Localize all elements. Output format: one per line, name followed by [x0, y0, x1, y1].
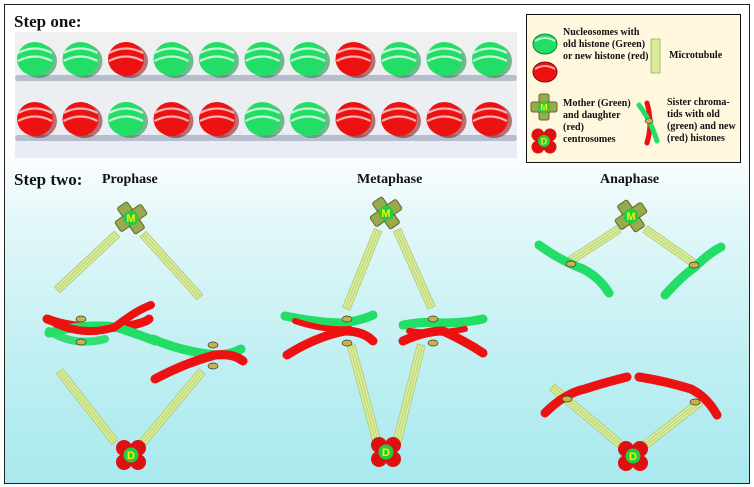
- prophase-chromosome-2: [148, 334, 248, 384]
- metaphase-daughter-centrosome: D: [371, 437, 401, 467]
- old-histone-nucleosome: [62, 42, 103, 78]
- centrosome-letter: M: [381, 208, 390, 220]
- new-histone-nucleosome: [335, 42, 376, 78]
- new-histone-nucleosome: [17, 102, 57, 138]
- metaphase-chromosome-right: [398, 314, 488, 358]
- anaphase-microtubules: [549, 225, 703, 449]
- old-histone-nucleosome: [290, 42, 330, 78]
- old-histone-nucleosome: [381, 42, 421, 78]
- new-histone-nucleosome: [426, 102, 467, 138]
- old-histone-nucleosome: [426, 42, 467, 78]
- centrosome-letter: M: [126, 213, 135, 225]
- dna-strand: [15, 75, 517, 81]
- legend: M D Nucleosomes with old histone (Green)…: [526, 14, 741, 163]
- old-histone-nucleosome: [199, 42, 239, 78]
- figure-frame: Step one:: [4, 4, 750, 484]
- old-histone-nucleosome: [108, 102, 148, 138]
- old-histone-nucleosome: [472, 42, 512, 78]
- new-histone-nucleosome: [153, 102, 194, 138]
- legend-centrosomes-text: Mother (Green) and daughter (red) centro…: [563, 98, 631, 145]
- new-histone-nucleosome: [381, 102, 421, 138]
- step-one-label: Step one:: [14, 12, 82, 31]
- prophase-daughter-centrosome: D: [116, 440, 146, 470]
- anaphase-red-chromatids: [540, 372, 722, 420]
- legend-microtubule-icon: [650, 38, 661, 74]
- prophase-label: Prophase: [102, 172, 158, 187]
- step-two-label: Step two:: [14, 170, 83, 189]
- legend-mother-centrosome-icon: M: [530, 93, 558, 121]
- prophase-chromosome-1: [42, 301, 160, 346]
- legend-nucleosomes-text: Nucleosomes with old histone (Green) or …: [563, 27, 649, 62]
- svg-text:D: D: [541, 137, 548, 147]
- old-histone-nucleosome: [244, 102, 285, 138]
- centrosome-letter: D: [629, 451, 637, 463]
- new-histone-nucleosome: [108, 42, 148, 78]
- metaphase-chromosome-left: [280, 310, 378, 360]
- centrosome-letter: D: [127, 450, 135, 462]
- centrosome-letter: M: [626, 211, 635, 223]
- legend-sister-chromatids-icon: [636, 100, 660, 146]
- new-histone-nucleosome: [62, 102, 103, 138]
- nucleosome-row: [17, 42, 512, 78]
- new-histone-nucleosome: [472, 102, 512, 138]
- anaphase-label: Anaphase: [600, 172, 660, 187]
- dna-strand: [15, 135, 517, 141]
- metaphase-label: Metaphase: [357, 172, 423, 187]
- anaphase-mother-centrosome: M: [613, 198, 649, 234]
- nucleosome-panel: [15, 32, 517, 158]
- old-histone-nucleosome: [17, 42, 57, 78]
- new-histone-nucleosome: [199, 102, 239, 138]
- anaphase-green-chromatids: [534, 240, 726, 300]
- anaphase-daughter-centrosome: D: [618, 441, 648, 471]
- old-histone-nucleosome: [290, 102, 330, 138]
- centrosome-letter: D: [382, 447, 390, 459]
- nucleosome-row: [17, 102, 512, 138]
- svg-text:M: M: [540, 103, 548, 113]
- legend-chromatids-text: Sister chroma-tids with old (green) and …: [667, 97, 736, 144]
- legend-microtubule-text: Microtubule: [669, 50, 723, 61]
- mitosis-diagram: M D M D M D: [42, 195, 726, 471]
- old-histone-nucleosome: [153, 42, 194, 78]
- legend-daughter-centrosome-icon: D: [531, 128, 557, 154]
- prophase-mother-centrosome: M: [113, 200, 149, 236]
- metaphase-mother-centrosome: M: [368, 195, 404, 231]
- old-histone-nucleosome: [244, 42, 285, 78]
- legend-red-nucleosome-icon: [532, 61, 558, 83]
- new-histone-nucleosome: [335, 102, 376, 138]
- legend-green-nucleosome-icon: [532, 33, 558, 55]
